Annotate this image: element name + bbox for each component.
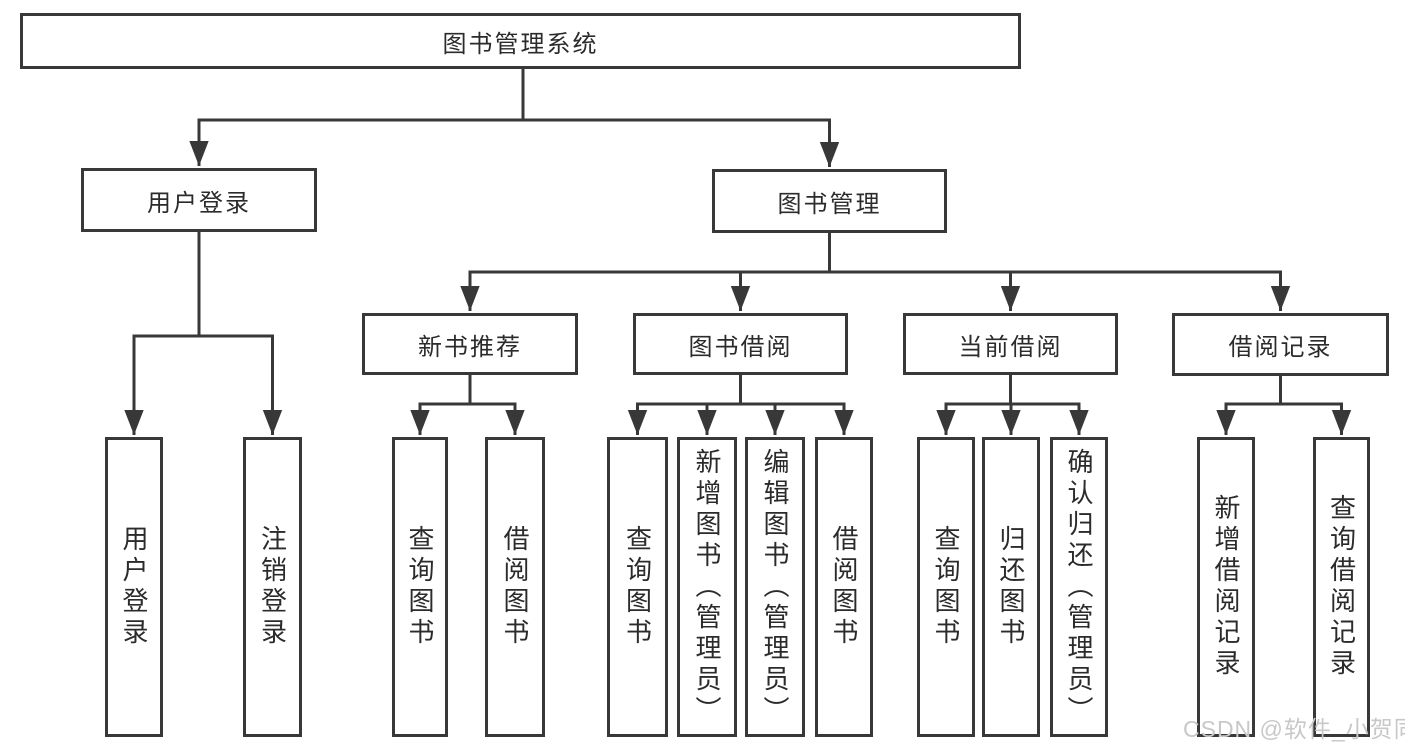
connector-book-management [460, 233, 1291, 311]
node-label: 新书推荐 [418, 333, 522, 361]
leaf-query-books-current: 查询图书 [917, 437, 975, 737]
node-label: 当前借阅 [958, 333, 1063, 361]
leaf-label: 查询图书 [931, 525, 961, 649]
leaf-return-book: 归还图书 [982, 437, 1040, 737]
leaf-label: 注销登录 [257, 525, 288, 649]
leaf-user-login: 用户登录 [105, 437, 163, 737]
node-current-borrowing: 当前借阅 [903, 313, 1118, 375]
node-label: 图书管理系统 [442, 30, 599, 58]
leaf-borrow-books-recommend: 借阅图书 [485, 437, 545, 737]
leaf-query-borrow-record: 查询借阅记录 [1313, 437, 1370, 737]
leaf-query-books-borrowing: 查询图书 [607, 437, 668, 737]
node-label: 图书借阅 [688, 333, 793, 361]
node-label: 图书管理 [777, 190, 882, 218]
node-label: 借阅记录 [1228, 334, 1333, 361]
leaf-add-borrow-record: 新增借阅记录 [1197, 437, 1255, 737]
leaf-logout: 注销登录 [243, 437, 302, 737]
connector-borrowing-records [1216, 376, 1352, 435]
node-borrowing-records: 借阅记录 [1172, 313, 1389, 376]
connector-user-login [124, 232, 283, 435]
leaf-borrow-books: 借阅图书 [815, 437, 873, 737]
node-label: 用户登录 [147, 189, 251, 217]
leaf-label: 查询借阅记录 [1326, 494, 1357, 680]
leaf-label: 借阅图书 [500, 525, 530, 649]
leaf-label: 新增图书（管理员） [692, 447, 722, 727]
connector-new-book-recommend [410, 375, 525, 435]
node-book-borrowing: 图书借阅 [633, 313, 848, 375]
leaf-edit-book-admin: 编辑图书（管理员） [745, 437, 805, 737]
connector-root [189, 68, 840, 167]
leaf-query-books-recommend: 查询图书 [392, 437, 448, 737]
node-root: 图书管理系统 [20, 13, 1021, 69]
leaf-add-book-admin: 新增图书（管理员） [677, 437, 737, 737]
node-new-book-recommend: 新书推荐 [362, 313, 578, 375]
leaf-label: 查询图书 [405, 525, 435, 649]
leaf-label: 确认归还（管理员） [1064, 447, 1094, 727]
node-book-management: 图书管理 [712, 169, 947, 233]
leaf-label: 查询图书 [622, 525, 653, 649]
leaf-label: 借阅图书 [829, 525, 859, 649]
leaf-label: 新增借阅记录 [1211, 494, 1241, 680]
leaf-label: 归还图书 [996, 525, 1026, 649]
csdn-watermark: CSDN @软件_小贺同学 [1183, 716, 1405, 742]
leaf-label: 编辑图书（管理员） [760, 447, 790, 727]
leaf-confirm-return-admin: 确认归还（管理员） [1050, 437, 1108, 737]
connector-current-borrowing [936, 375, 1089, 435]
connector-book-borrowing [627, 375, 854, 435]
leaf-label: 用户登录 [119, 525, 149, 649]
node-user-login: 用户登录 [81, 168, 317, 232]
